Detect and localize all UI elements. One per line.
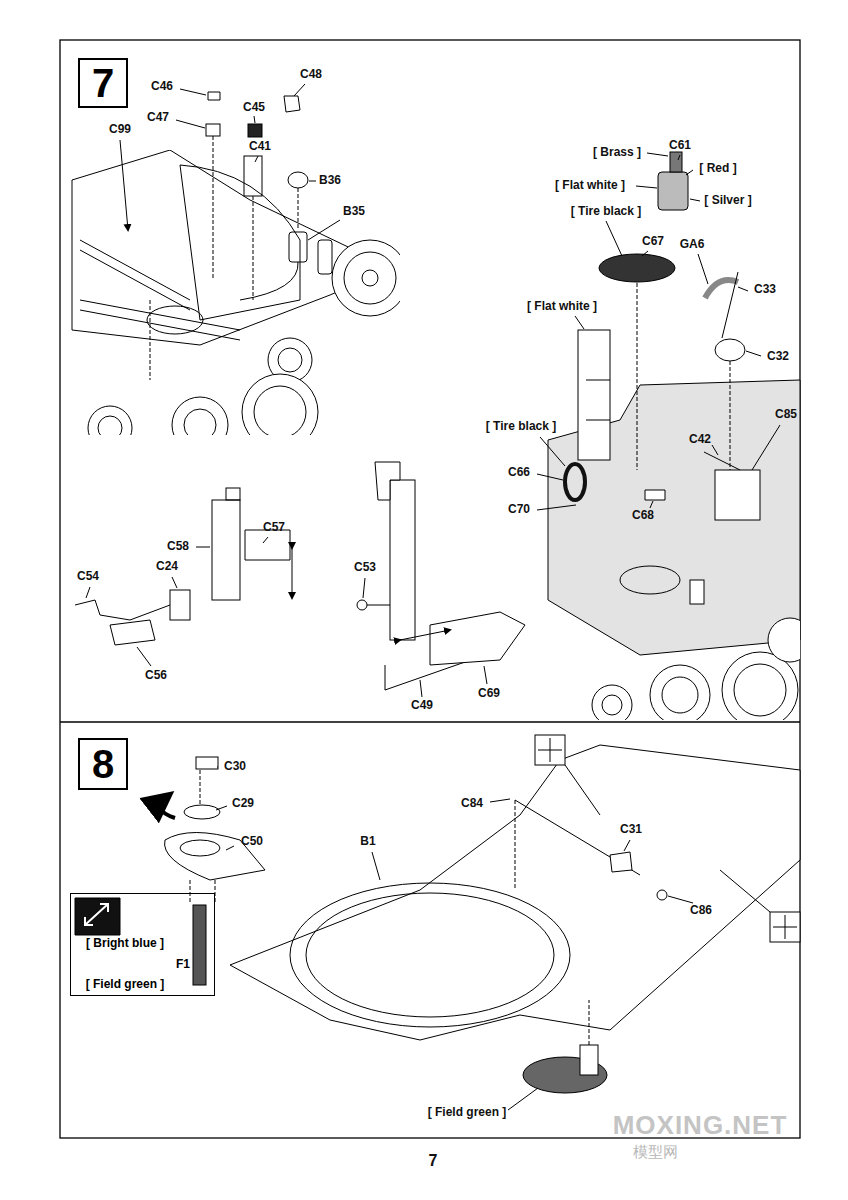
part-callout: C32 <box>767 350 789 363</box>
paint-key-box: [ Bright blue ] F1 [ Field green ] <box>70 893 215 996</box>
part-callout: C99 <box>109 123 131 136</box>
paint-callout: [ Brass ] <box>593 146 641 159</box>
part-callout: C57 <box>263 521 285 534</box>
paint-label: F1 <box>176 957 190 971</box>
part-callout: C70 <box>508 503 530 516</box>
part-callout: C46 <box>151 80 173 93</box>
page-number: 7 <box>429 1152 438 1170</box>
part-callout: C24 <box>156 560 178 573</box>
part-callout: C47 <box>147 111 169 124</box>
part-callout: C33 <box>754 283 776 296</box>
part-callout: C56 <box>145 669 167 682</box>
step-number: 7 <box>92 61 114 106</box>
part-callout: C66 <box>508 466 530 479</box>
step-number: 8 <box>92 742 114 787</box>
step-number-box: 8 <box>78 738 128 790</box>
part-callout: C30 <box>224 760 246 773</box>
part-callout: C54 <box>77 570 99 583</box>
part-callout: C58 <box>167 540 189 553</box>
paint-callout: [ Flat white ] <box>555 179 625 192</box>
part-callout: C86 <box>690 904 712 917</box>
part-callout: C41 <box>249 140 271 153</box>
paint-callout: [ Tire black ] <box>486 420 556 433</box>
paint-callout: [ Tire black ] <box>571 205 641 218</box>
paint-callout: [ Silver ] <box>704 194 751 207</box>
part-callout: C29 <box>232 797 254 810</box>
part-callout: B1 <box>360 835 375 848</box>
paint-callout: [ Field green ] <box>428 1106 507 1119</box>
part-callout: C53 <box>354 561 376 574</box>
paint-callout: [ Flat white ] <box>527 300 597 313</box>
part-callout: C68 <box>632 509 654 522</box>
part-callout: B35 <box>343 205 365 218</box>
part-callout: C45 <box>243 101 265 114</box>
part-callout: B36 <box>319 174 341 187</box>
paint-label: [ Bright blue ] <box>86 936 164 950</box>
paint-label: [ Field green ] <box>86 977 165 991</box>
part-callout: GA6 <box>680 238 705 251</box>
part-callout: C61 <box>669 139 691 152</box>
part-callout: C49 <box>411 699 433 712</box>
part-callout: C31 <box>620 823 642 836</box>
paint-callout: [ Red ] <box>699 162 736 175</box>
part-callout: C84 <box>461 797 483 810</box>
watermark: 模型网 <box>633 1144 678 1161</box>
part-callout: C69 <box>478 687 500 700</box>
part-callout: C48 <box>300 68 322 81</box>
part-callout: C67 <box>642 235 664 248</box>
part-callout: C50 <box>241 835 263 848</box>
part-callout: C85 <box>775 408 797 421</box>
watermark: MOXING.NET <box>613 1111 788 1140</box>
step-number-box: 7 <box>78 58 128 108</box>
part-callout: C42 <box>689 433 711 446</box>
